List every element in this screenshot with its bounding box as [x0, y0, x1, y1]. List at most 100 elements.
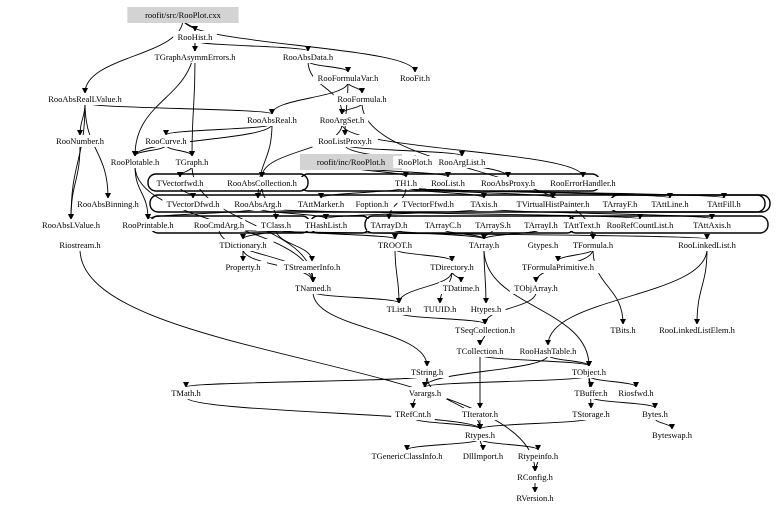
node-label: TFormula.h: [573, 240, 614, 250]
node-RooAbsCollection[interactable]: RooAbsCollection.h: [220, 177, 304, 189]
node-TVectorFfwd[interactable]: TVectorFfwd.h: [397, 198, 459, 210]
node-Rtypes[interactable]: Rtypes.h: [460, 429, 500, 441]
node-RooFormulaVar[interactable]: RooFormulaVar.h: [313, 72, 383, 84]
node-label: TDatime.h: [443, 283, 480, 293]
node-label: TUUID.h: [424, 304, 458, 314]
node-RooLinkedListElem[interactable]: RooLinkedListElem.h: [653, 324, 741, 336]
node-TVectorDfwd[interactable]: TVectorDfwd.h: [162, 198, 224, 210]
node-RooPlot_inc[interactable]: roofit/inc/RooPlot.h: [300, 154, 402, 170]
node-label: TList.h: [387, 304, 413, 314]
node-TIterator[interactable]: TIterator.h: [453, 408, 507, 420]
node-RooCurve[interactable]: RooCurve.h: [142, 135, 190, 147]
edge-RooPlot_cxx-to-RooAbsRealLValue: [82, 18, 184, 94]
node-TAttLine[interactable]: TAttLine.h: [646, 198, 694, 210]
node-RooPlotable[interactable]: RooPlotable.h: [104, 156, 166, 168]
node-TStreamerInfo[interactable]: TStreamerInfo.h: [277, 261, 347, 273]
node-RooHist[interactable]: RooHist.h: [173, 31, 217, 43]
node-RooLinkedList[interactable]: RooLinkedList.h: [672, 239, 742, 251]
node-RooCmdArg[interactable]: RooCmdArg.h: [192, 219, 246, 231]
node-TBits[interactable]: TBits.h: [605, 324, 641, 336]
node-TGraph[interactable]: TGraph.h: [172, 156, 212, 168]
node-RooFormula[interactable]: RooFormula.h: [333, 93, 391, 105]
node-TNamed[interactable]: TNamed.h: [293, 282, 333, 294]
node-TAxis[interactable]: TAxis.h: [466, 198, 502, 210]
node-TVectorfwd[interactable]: TVectorfwd.h: [151, 177, 209, 189]
node-TCollection[interactable]: TCollection.h: [449, 345, 511, 357]
node-RooPrintable[interactable]: RooPrintable.h: [115, 219, 181, 231]
node-TArrayI[interactable]: TArrayI.h: [519, 219, 563, 231]
node-TROOT[interactable]: TROOT.h: [377, 239, 413, 251]
node-RooArgSet[interactable]: RooArgSet.h: [315, 114, 369, 126]
node-TObject[interactable]: TObject.h: [567, 366, 611, 378]
node-RConfig[interactable]: RConfig.h: [513, 471, 557, 483]
node-RooPlot_cxx[interactable]: roofit/src/RooPlot.cxx: [127, 7, 239, 23]
node-RooArgList[interactable]: RooArgList.h: [433, 156, 491, 168]
node-RooFit[interactable]: RooFit.h: [395, 72, 435, 84]
node-Byteswap[interactable]: Byteswap.h: [648, 429, 696, 441]
node-THashList[interactable]: THashList.h: [299, 219, 353, 231]
node-TArrayF[interactable]: TArrayF.h: [598, 198, 642, 210]
node-TMath[interactable]: TMath.h: [168, 387, 204, 399]
node-RooRefCountList[interactable]: RooRefCountList.h: [600, 219, 680, 231]
node-RooAbsData[interactable]: RooAbsData.h: [279, 51, 337, 63]
node-RooAbsReal[interactable]: RooAbsReal.h: [243, 114, 301, 126]
node-Rtypeinfo[interactable]: Rtypeinfo.h: [511, 450, 565, 462]
edge-Riostream-to-RConfig: [79, 248, 538, 472]
node-box: [672, 239, 742, 251]
node-TArray[interactable]: TArray.h: [464, 239, 504, 251]
node-TH1[interactable]: TH1.h: [393, 177, 419, 189]
node-Property[interactable]: Property.h: [219, 261, 267, 273]
node-Riostream[interactable]: Riostream.h: [53, 239, 107, 251]
node-TArrayC[interactable]: TArrayC.h: [421, 219, 465, 231]
node-Riosfwd[interactable]: Riosfwd.h: [614, 387, 658, 399]
node-TArrayS[interactable]: TArrayS.h: [471, 219, 515, 231]
node-TObjArray[interactable]: TObjArray.h: [509, 282, 563, 294]
node-Varargs[interactable]: Varargs.h: [403, 387, 447, 399]
node-box: [569, 239, 617, 251]
node-RooHashTable[interactable]: RooHashTable.h: [515, 345, 581, 357]
node-RooAbsRealLValue[interactable]: RooAbsRealLValue.h: [43, 93, 127, 105]
node-TArrayD[interactable]: TArrayD.h: [367, 219, 411, 231]
node-TStorage[interactable]: TStorage.h: [567, 408, 615, 420]
node-RooAbsProxy[interactable]: RooAbsProxy.h: [477, 177, 539, 189]
node-TDatime[interactable]: TDatime.h: [439, 282, 483, 294]
node-TUUID[interactable]: TUUID.h: [422, 303, 458, 315]
node-Foption[interactable]: Foption.h: [350, 198, 394, 210]
node-box: [53, 239, 107, 251]
node-RVersion[interactable]: RVersion.h: [511, 492, 559, 504]
node-TRefCnt[interactable]: TRefCnt.h: [391, 408, 435, 420]
node-TAttFill[interactable]: TAttFill.h: [700, 198, 748, 210]
node-Gtypes[interactable]: Gtypes.h: [523, 239, 563, 251]
node-RooAbsLValue[interactable]: RooAbsLValue.h: [38, 219, 104, 231]
node-Htypes[interactable]: Htypes.h: [466, 303, 506, 315]
node-label: RooAbsCollection.h: [227, 178, 297, 188]
node-TClass[interactable]: TClass.h: [256, 219, 296, 231]
node-TVirtualHistPainter[interactable]: TVirtualHistPainter.h: [504, 198, 602, 210]
node-RooListProxy[interactable]: RooListProxy.h: [312, 135, 378, 147]
node-RooAbsBinning[interactable]: RooAbsBinning.h: [73, 198, 143, 210]
node-TList[interactable]: TList.h: [381, 303, 417, 315]
node-RooErrorHandler[interactable]: RooErrorHandler.h: [543, 177, 623, 189]
node-TFormulaPrimitive[interactable]: TFormulaPrimitive.h: [514, 261, 602, 273]
node-RooList[interactable]: RooList.h: [426, 177, 470, 189]
node-RooPlot[interactable]: RooPlot.h: [393, 156, 437, 168]
node-TGenericClassInfo[interactable]: TGenericClassInfo.h: [363, 450, 451, 462]
node-TString[interactable]: TString.h: [405, 366, 449, 378]
node-Bytes[interactable]: Bytes.h: [637, 408, 673, 420]
node-TDictionary[interactable]: TDictionary.h: [212, 239, 274, 251]
node-box: [333, 93, 391, 105]
node-RooAbsArg[interactable]: RooAbsArg.h: [231, 198, 285, 210]
node-DllImport[interactable]: DllImport.h: [456, 450, 510, 462]
node-TSeqCollection[interactable]: TSeqCollection.h: [447, 324, 523, 336]
node-RooNumber[interactable]: RooNumber.h: [53, 135, 107, 147]
node-TFormula[interactable]: TFormula.h: [569, 239, 617, 251]
node-TAttMarker[interactable]: TAttMarker.h: [292, 198, 350, 210]
node-box: [53, 135, 107, 147]
node-TGraphAsymmErrors[interactable]: TGraphAsymmErrors.h: [151, 51, 239, 63]
node-TDirectory[interactable]: TDirectory.h: [423, 261, 481, 273]
node-label: RooPlotable.h: [111, 157, 160, 167]
node-TAttText[interactable]: TAttText.h: [558, 219, 606, 231]
node-TAttAxis[interactable]: TAttAxis.h: [688, 219, 736, 231]
node-TBuffer[interactable]: TBuffer.h: [569, 387, 613, 399]
node-box: [393, 156, 437, 168]
